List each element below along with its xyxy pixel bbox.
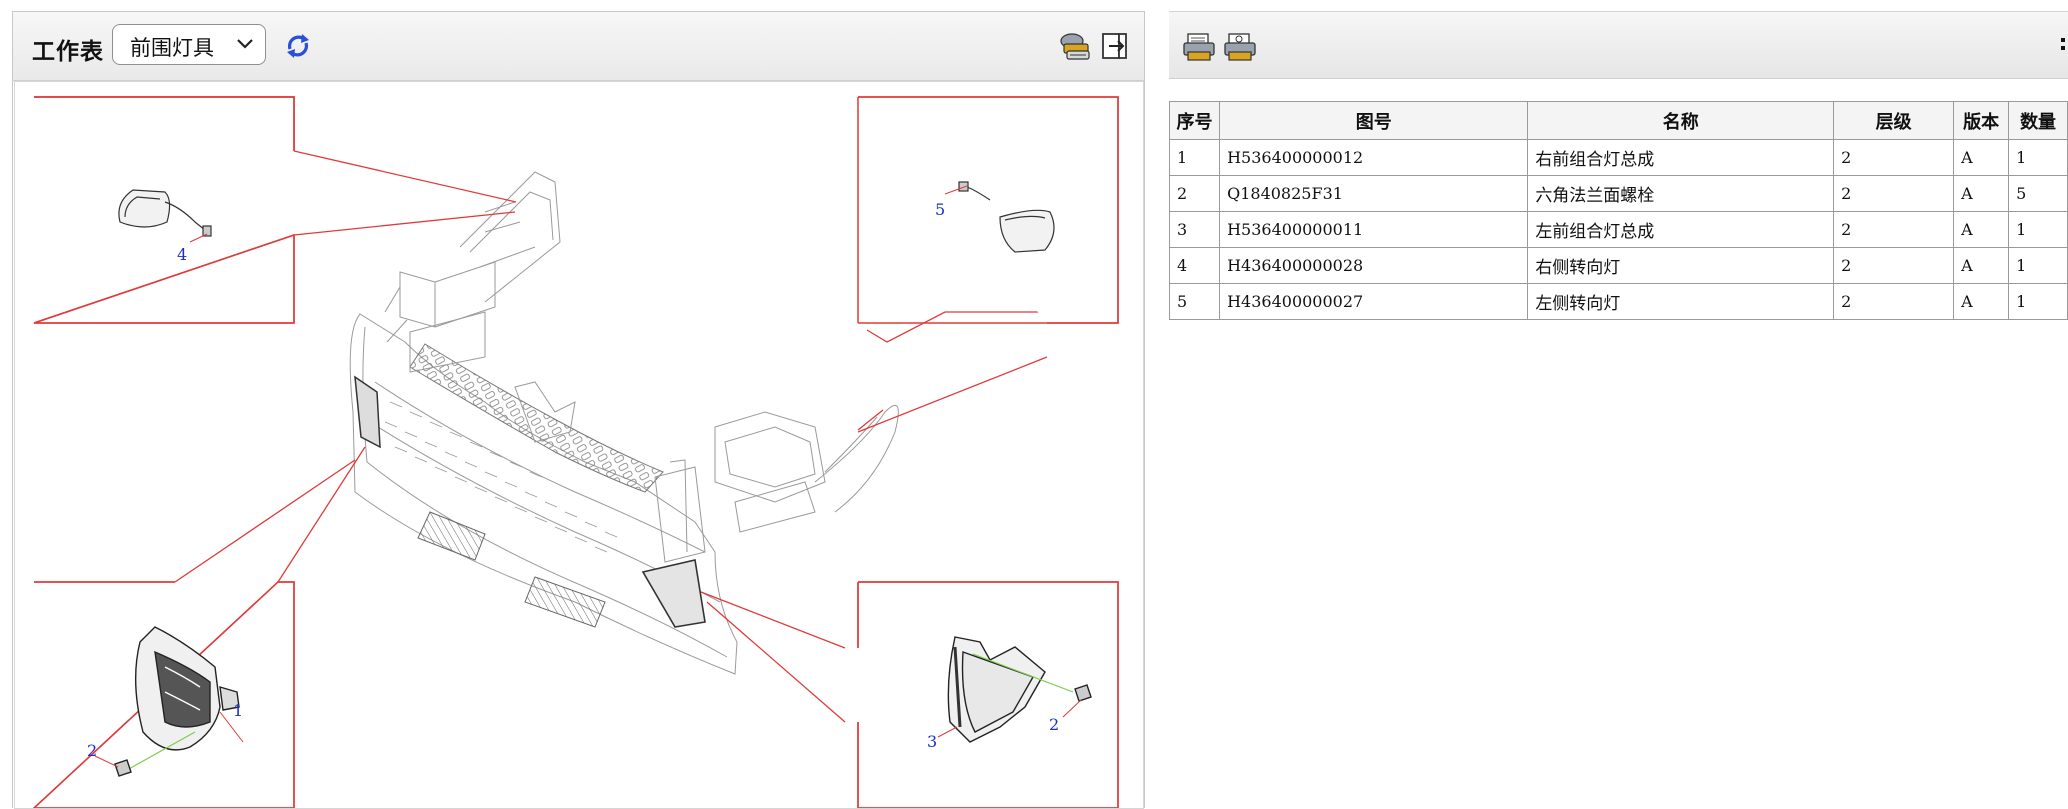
column-header-name[interactable]: 名称 [1527,101,1835,140]
callout-number[interactable]: 2 [1049,715,1059,734]
cell-version: A [1953,139,2010,176]
part-side-lamp-left [944,181,1055,253]
column-header-version[interactable]: 版本 [1953,101,2010,140]
worksheet-label: 工作表 [32,39,104,65]
cell-version: A [1953,283,2010,320]
cell-version: A [1953,175,2010,212]
cell-quantity: 5 [2008,175,2068,212]
cell-version: A [1953,247,2010,284]
cell-quantity: 1 [2008,211,2068,248]
cell-level: 2 [1833,247,1955,284]
column-header-index[interactable]: 序号 [1169,101,1221,140]
cell-level: 2 [1833,283,1955,320]
table-row[interactable]: 3 H536400000011 左前组合灯总成 2 A 1 [1169,211,2068,248]
cell-quantity: 1 [2008,283,2068,320]
cell-index: 1 [1169,139,1221,176]
table-row[interactable]: 1 H536400000012 右前组合灯总成 2 A 1 [1169,139,2068,176]
callout-number[interactable]: 2 [87,741,97,760]
cell-name: 左前组合灯总成 [1527,211,1835,248]
callout-number[interactable]: 4 [177,245,187,264]
print-preview-icon[interactable] [1223,32,1257,62]
cell-index: 2 [1169,175,1221,212]
cell-drawing-number: H536400000012 [1219,139,1529,176]
table-row[interactable]: 2 Q1840825F31 六角法兰面螺栓 2 A 5 [1169,175,2068,212]
cell-index: 3 [1169,211,1221,248]
front-bumper-drawing [349,171,899,675]
cell-quantity: 1 [2008,139,2068,176]
cell-level: 2 [1833,175,1955,212]
chevron-down-icon [237,39,253,49]
column-header-drawing-number[interactable]: 图号 [1219,101,1529,140]
callout-number[interactable]: 5 [935,200,945,219]
exit-icon[interactable] [1101,31,1129,61]
table-toolbar [1169,11,2068,79]
column-header-quantity[interactable]: 数量 [2008,101,2068,140]
cell-quantity: 1 [2008,247,2068,284]
worksheet-select-value: 前围灯具 [130,36,214,60]
cell-level: 2 [1833,139,1955,176]
cell-version: A [1953,211,2010,248]
cell-drawing-number: H436400000028 [1219,247,1529,284]
cell-drawing-number: H436400000027 [1219,283,1529,320]
cell-level: 2 [1833,211,1955,248]
exploded-drawing[interactable]: 4 5 1 2 2 3 [14,81,1144,809]
parts-table: 序号 图号 名称 层级 版本 数量 1 H536400000012 右前组合灯总… [1169,101,2068,320]
callout-number[interactable]: 3 [927,732,937,751]
table-row[interactable]: 5 H436400000027 左侧转向灯 2 A 1 [1169,283,2068,320]
drawing-canvas: 4 5 1 2 2 3 [32,96,1119,808]
refresh-icon[interactable] [283,31,313,61]
cell-name: 左侧转向灯 [1527,283,1835,320]
part-headlamp-left [937,636,1092,743]
drawing-panel: 工作表 前围灯具 [12,11,1145,809]
part-side-lamp-right [118,189,212,243]
callout-leaders [174,150,1048,723]
worksheet-select[interactable]: 前围灯具 [112,24,266,65]
cell-name: 右侧转向灯 [1527,247,1835,284]
cell-name: 六角法兰面螺栓 [1527,175,1835,212]
table-row[interactable]: 4 H436400000028 右侧转向灯 2 A 1 [1169,247,2068,284]
print-icon[interactable] [1182,32,1216,62]
column-header-level[interactable]: 层级 [1833,101,1955,140]
callout-number[interactable]: 1 [233,701,243,720]
cell-name: 右前组合灯总成 [1527,139,1835,176]
layers-icon[interactable] [1058,30,1092,62]
cell-index: 4 [1169,247,1221,284]
cell-drawing-number: Q1840825F31 [1219,175,1529,212]
cell-index: 5 [1169,283,1221,320]
drawing-toolbar: 工作表 前围灯具 [13,12,1144,81]
part-headlamp-right [94,626,244,777]
parts-table-container: 序号 图号 名称 层级 版本 数量 1 H536400000012 右前组合灯总… [1169,95,2068,335]
cell-drawing-number: H536400000011 [1219,211,1529,248]
more-icon[interactable] [2061,34,2068,58]
table-header-row: 序号 图号 名称 层级 版本 数量 [1169,101,2068,140]
